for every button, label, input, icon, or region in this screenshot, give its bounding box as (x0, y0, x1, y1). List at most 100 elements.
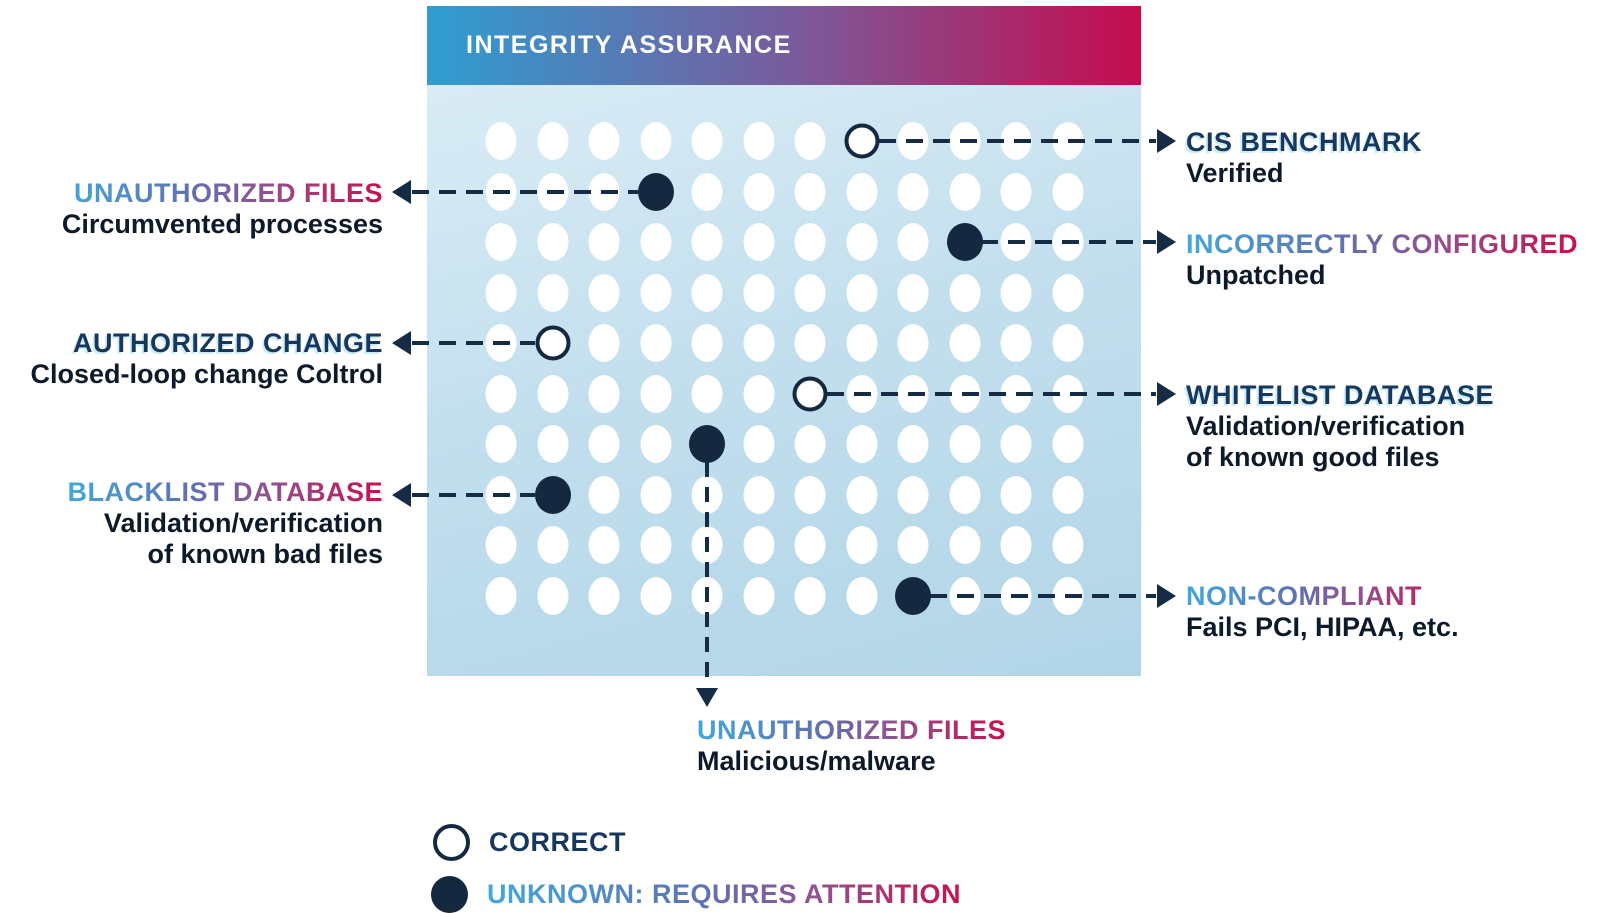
callout-authorized-change: AUTHORIZED CHANGE Closed-loop change Col… (30, 327, 383, 390)
callout-whitelist-database: WHITELIST DATABASE Validation/verificati… (1186, 379, 1494, 473)
callout-subtitle: Circumvented processes (61, 209, 383, 239)
callout-subtitle: Malicious/malware (697, 746, 936, 776)
grid-dot (485, 576, 517, 615)
grid-dot (743, 425, 774, 463)
callout-subtitle: of known good files (1186, 442, 1440, 472)
grid-dot (897, 425, 929, 463)
grid-dot (949, 425, 980, 463)
callout-title: UNAUTHORIZED FILES (697, 715, 1006, 745)
grid-dot (485, 223, 517, 261)
grid-dot (949, 324, 980, 362)
callout-subtitle: Validation/verification (103, 508, 383, 538)
callout-incorrectly-configured: INCORRECTLY CONFIGURED Unpatched (1186, 228, 1578, 291)
whitelist-database-connector (827, 392, 1156, 396)
grid-dot (640, 324, 671, 362)
grid-dot (794, 122, 826, 160)
callout-title: NON-COMPLIANT (1186, 580, 1459, 612)
callout-title: WHITELIST DATABASE (1186, 380, 1494, 410)
grid-dot (846, 576, 877, 615)
grid-dot (691, 172, 723, 211)
blacklist-database-dot (534, 475, 571, 514)
grid-dot (897, 223, 929, 261)
grid-dot (640, 425, 671, 463)
grid-dot (743, 475, 774, 514)
grid-dot (1052, 475, 1083, 514)
grid-dot (794, 576, 826, 615)
grid-dot (640, 122, 671, 160)
grid-dot (743, 223, 774, 261)
panel-title: INTEGRITY ASSURANCE (466, 31, 792, 59)
unknown-dot-icon (431, 876, 468, 913)
grid-dot (640, 223, 671, 261)
dot-grid-panel (427, 85, 1141, 676)
grid-dot (1000, 172, 1032, 211)
grid-dot (743, 526, 774, 564)
grid-dot (897, 273, 929, 312)
grid-dot (691, 273, 723, 312)
grid-dot (1000, 273, 1032, 312)
grid-dot (1052, 324, 1083, 362)
arrow-left-icon (392, 180, 411, 204)
grid-dot (691, 324, 723, 362)
grid-dot (794, 475, 826, 514)
non-compliant-connector (930, 594, 1156, 598)
legend-item-correct: CORRECT (433, 824, 626, 861)
grid-dot (640, 273, 671, 312)
grid-dot (485, 425, 517, 463)
grid-dot (537, 526, 568, 564)
unauthorized-files-connector (412, 190, 638, 194)
callout-title: BLACKLIST DATABASE (67, 477, 383, 507)
grid-dot (846, 425, 877, 463)
grid-dot (537, 223, 568, 261)
grid-dot (588, 374, 620, 413)
arrow-right-icon (1157, 230, 1176, 254)
grid-dot (846, 172, 877, 211)
legend-item-unknown: UNKNOWN: REQUIRES ATTENTION (431, 876, 961, 913)
grid-dot (743, 122, 774, 160)
callout-subtitle: of known bad files (147, 539, 383, 569)
legend-label: UNKNOWN: REQUIRES ATTENTION (487, 879, 961, 909)
grid-dot (897, 526, 929, 564)
grid-dot (846, 526, 877, 564)
grid-dot (846, 223, 877, 261)
callout-blacklist-database: BLACKLIST DATABASE Validation/verificati… (68, 476, 383, 570)
grid-dot (1052, 172, 1083, 211)
authorized-change-dot (535, 325, 570, 361)
grid-dot (588, 273, 620, 312)
grid-dot (640, 526, 671, 564)
grid-dot (846, 475, 877, 514)
callout-subtitle: Unpatched (1186, 260, 1326, 290)
grid-dot (588, 475, 620, 514)
grid-dot (949, 526, 980, 564)
grid-dot (640, 475, 671, 514)
grid-dot (794, 526, 826, 564)
grid-dot (485, 122, 517, 160)
panel-header: INTEGRITY ASSURANCE (427, 6, 1141, 85)
arrow-left-icon (392, 483, 411, 507)
grid-dot (743, 273, 774, 312)
grid-dot (691, 122, 723, 160)
grid-dot (794, 172, 826, 211)
grid-dot (588, 576, 620, 615)
grid-dot (846, 324, 877, 362)
arrow-right-icon (1157, 382, 1176, 406)
whitelist-database-dot (792, 376, 828, 411)
grid-dot (588, 324, 620, 362)
grid-dot (691, 374, 723, 413)
grid-dot (743, 172, 774, 211)
non-compliant-dot (895, 576, 931, 615)
grid-dot (588, 223, 620, 261)
grid-dot (485, 526, 517, 564)
callout-subtitle: Validation/verification (1186, 411, 1466, 441)
grid-dot (588, 122, 620, 160)
grid-dot (743, 374, 774, 413)
grid-dot (897, 324, 929, 362)
callout-subtitle: Verified (1186, 158, 1284, 188)
blacklist-database-connector (412, 493, 535, 497)
grid-dot (588, 425, 620, 463)
incorrectly-configured-dot (946, 223, 983, 261)
callout-title: AUTHORIZED CHANGE (73, 328, 383, 358)
arrow-left-icon (392, 331, 411, 355)
grid-dot (743, 576, 774, 615)
